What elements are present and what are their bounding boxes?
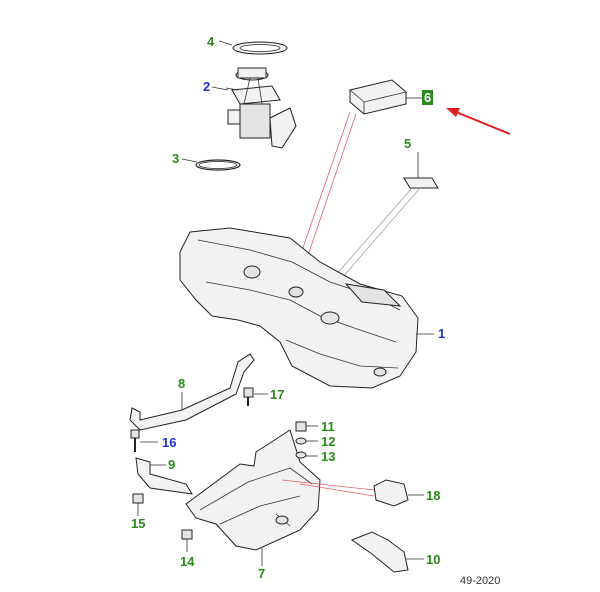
part-8-strap-bracket — [129, 353, 255, 431]
callout-1: 1 — [438, 326, 445, 341]
callout-7: 7 — [258, 566, 265, 581]
callout-15: 15 — [131, 516, 145, 531]
red-pointer-arrow — [446, 108, 511, 135]
part-7-heat-shield — [185, 429, 321, 566]
callout-9: 9 — [168, 457, 175, 472]
part-14-nut — [181, 529, 193, 552]
part-11-clip — [295, 421, 318, 432]
part-9-bracket — [135, 457, 193, 495]
part-17-bolt — [243, 387, 268, 406]
part-18-block — [373, 479, 424, 507]
part-5-pad — [403, 152, 439, 189]
part-10-bracket — [350, 531, 424, 573]
part-3-seal-ring — [181, 158, 241, 171]
part-4-gasket — [218, 40, 288, 55]
callout-12: 12 — [321, 434, 335, 449]
part-12-washer — [295, 437, 318, 445]
callout-8: 8 — [178, 376, 185, 391]
callout-13: 13 — [321, 449, 335, 464]
callout-2: 2 — [203, 79, 210, 94]
part-13-nut — [295, 451, 318, 459]
part-6-control-module — [349, 79, 422, 115]
callout-16: 16 — [162, 435, 176, 450]
callout-18: 18 — [426, 488, 440, 503]
callout-17: 17 — [270, 387, 284, 402]
callout-4: 4 — [207, 34, 215, 49]
callout-3: 3 — [172, 151, 179, 166]
callout-6-highlight-box — [422, 90, 433, 105]
diagram-code: 49-2020 — [460, 575, 500, 587]
callout-6: 6 — [424, 90, 431, 105]
part-2-fuel-pump-module — [211, 67, 297, 149]
callout-10: 10 — [426, 552, 440, 567]
part-15-nut — [132, 493, 144, 516]
callout-14: 14 — [180, 554, 195, 569]
callout-11: 11 — [321, 419, 335, 434]
callout-5: 5 — [404, 136, 411, 151]
part-16-bolt — [130, 429, 158, 452]
part-1-fuel-tank — [179, 227, 434, 389]
